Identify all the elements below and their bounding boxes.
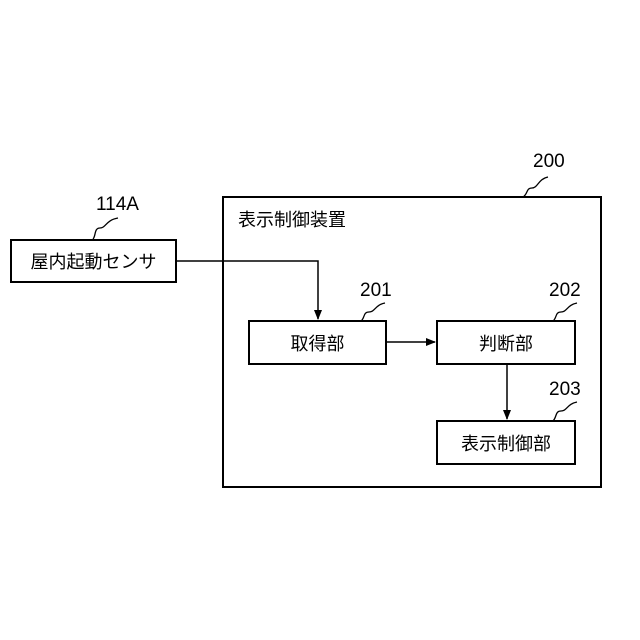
leader-200 [523, 177, 548, 197]
acquire-label: 取得部 [291, 330, 345, 356]
acquire-ref-label: 201 [360, 281, 392, 300]
judge-box: 判断部 [436, 320, 576, 365]
leader-114A [93, 218, 118, 239]
display-ref-label: 203 [549, 380, 581, 399]
sensor-label: 屋内起動センサ [31, 248, 157, 274]
judge-ref-label: 202 [549, 281, 581, 300]
display-ctrl-label: 表示制御部 [461, 430, 551, 456]
device-ref-label: 200 [533, 152, 565, 171]
judge-label: 判断部 [479, 330, 533, 356]
display-ctrl-box: 表示制御部 [436, 420, 576, 465]
sensor-ref-label: 114A [96, 195, 139, 214]
sensor-box: 屋内起動センサ [10, 239, 177, 283]
acquire-box: 取得部 [248, 320, 387, 365]
device-title: 表示制御装置 [238, 212, 346, 230]
